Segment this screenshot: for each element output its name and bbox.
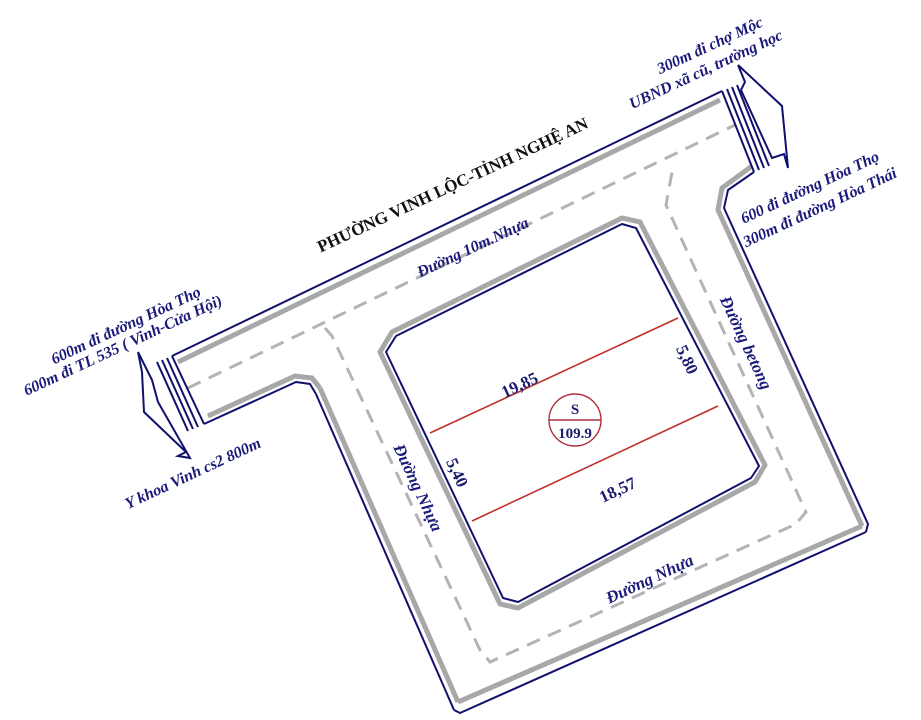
inner-block	[377, 215, 768, 611]
direction-bottom-left: Y khoa Vinh cs2 800m	[122, 435, 263, 513]
area-label: S	[571, 402, 579, 418]
direction-arrow-right	[721, 64, 789, 173]
direction-arrow-left	[137, 351, 205, 460]
outer-road-boundary	[171, 90, 869, 714]
lot-left-width: 5,40	[442, 455, 472, 490]
area-value: 109.9	[558, 426, 592, 442]
lot-boundaries	[429, 317, 719, 522]
road-centerlines	[187, 123, 808, 664]
area-marker: S 109.9	[548, 393, 602, 447]
road-label-right: Đường betong	[716, 292, 777, 393]
lot-bottom-length: 18,57	[596, 473, 639, 507]
lot-top-length: 19,85	[498, 368, 541, 401]
road-label-bottom: Đường Nhựa	[602, 550, 697, 608]
